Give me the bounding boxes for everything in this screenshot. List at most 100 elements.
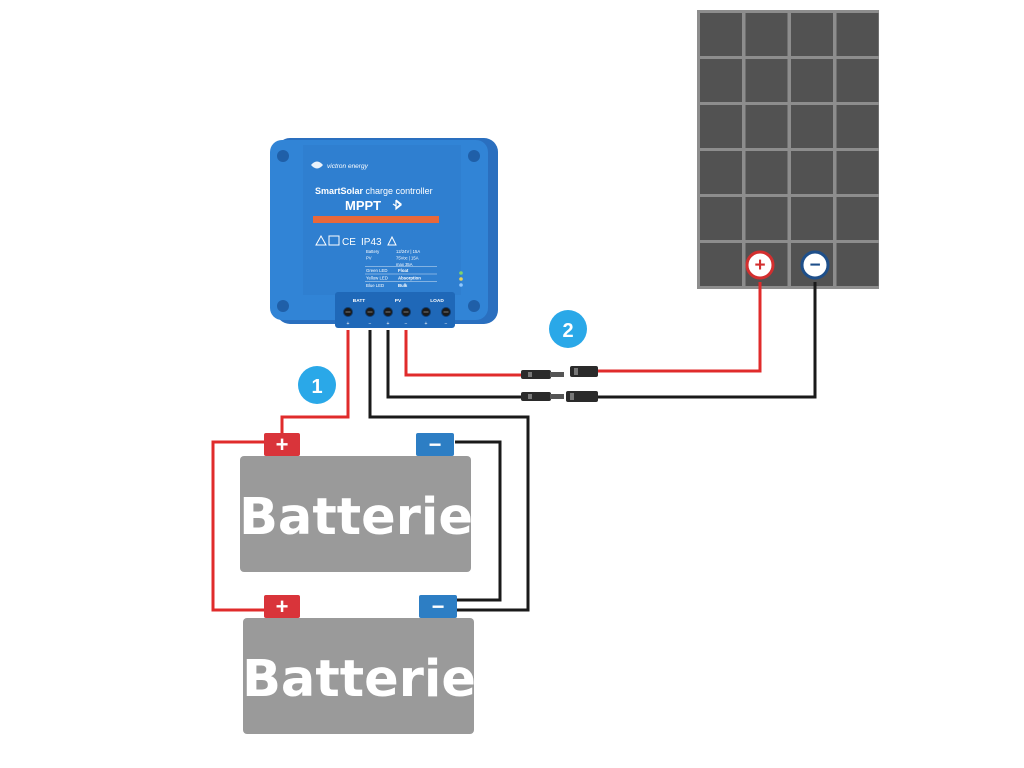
led-value: Absorption [398, 276, 421, 281]
battery-1: + − Batterie [239, 432, 473, 572]
mount-hole-tl [277, 150, 289, 162]
pv-positive-wire-controller [404, 330, 522, 377]
manual-icon [328, 235, 340, 246]
battery-label: Batterie [239, 488, 473, 547]
spec-value: 12/24V | 15A [396, 249, 420, 254]
parallel-positive-wire [211, 440, 268, 612]
panel-cell [836, 105, 879, 148]
panel-plus-sign: + [754, 255, 765, 276]
battery-minus-terminal [416, 433, 454, 456]
panel-cell [745, 59, 788, 102]
terminal-group-label: BATT [353, 298, 366, 304]
panel-cell [745, 13, 788, 56]
batt-positive-wire [280, 330, 350, 435]
model-name: MPPT [345, 198, 381, 213]
ce-mark: CE [342, 237, 356, 248]
pv-negative-wire-controller [386, 330, 522, 399]
led-yellow [459, 277, 463, 281]
warning-icon [315, 234, 327, 246]
panel-cell [745, 105, 788, 148]
panel-cell [700, 197, 742, 240]
spec-value: 75Voc | 15A [396, 256, 419, 261]
panel-cell [700, 151, 742, 194]
mount-hole-tr [468, 150, 480, 162]
spec-label: Battery [366, 249, 380, 254]
spec-label: PV [366, 256, 372, 261]
led-label: Yellow LED [366, 276, 388, 281]
bluetooth-icon [392, 199, 402, 211]
pv-negative-wire-panel [598, 282, 817, 399]
terminal-screws: +−+−+− [343, 307, 451, 327]
panel-cell [700, 13, 742, 56]
panel-cell [745, 151, 788, 194]
pv-positive-wire-panel [598, 282, 762, 373]
led-value: Float [398, 268, 409, 273]
panel-cell [791, 151, 833, 194]
parallel-negative-wire [455, 440, 502, 602]
terminal-sign: − [369, 321, 372, 327]
mount-hole-br [468, 300, 480, 312]
panel-cell [791, 13, 833, 56]
step-number: 1 [311, 376, 322, 398]
panel-cells [700, 13, 879, 286]
mc4-connector-positive [521, 366, 598, 379]
accent-band [313, 216, 439, 223]
solar-panel: + − [697, 10, 879, 289]
battery-body [243, 618, 474, 734]
panel-minus-terminal: − [800, 250, 830, 280]
terminal-group-label: LOAD [430, 298, 444, 304]
product-name: SmartSolar charge controller [315, 186, 433, 196]
terminal-group-label: PV [395, 298, 402, 304]
battery-plus-terminal [264, 433, 300, 456]
battery-body [240, 456, 471, 572]
panel-minus-sign: − [809, 255, 820, 276]
led-green [459, 271, 463, 275]
battery-minus-terminal [419, 595, 457, 618]
batt-negative-wire [368, 330, 530, 612]
terminal-sign: − [405, 321, 408, 327]
panel-plus-terminal: + [745, 250, 775, 280]
panel-cell [745, 197, 788, 240]
panel-frame [697, 10, 879, 289]
panel-cell [700, 243, 742, 286]
terminal-sign: + [425, 321, 428, 327]
panel-cell [836, 243, 879, 286]
brand-name: victron energy [327, 163, 369, 170]
terminal-block [335, 292, 455, 328]
led-label: Green LED [366, 268, 388, 273]
panel-cell [836, 59, 879, 102]
spec-value: max 35A [396, 262, 413, 267]
ip-rating: IP43 [361, 237, 382, 248]
led-blue [459, 283, 463, 287]
step-badge-2: 2 [549, 310, 587, 348]
battery-minus-sign: − [432, 594, 445, 619]
wires [211, 282, 817, 612]
victron-logo-icon [311, 161, 323, 169]
panel-cell [700, 105, 742, 148]
charge-controller: victron energy SmartSolar charge control… [270, 138, 498, 328]
step-badge-1: 1 [298, 366, 336, 404]
led-value: Bulk [398, 283, 408, 288]
led-label: Blue LED [366, 283, 384, 288]
panel-cell [791, 197, 833, 240]
terminal-sign: + [387, 321, 390, 327]
battery-minus-sign: − [429, 432, 442, 457]
step-number: 2 [562, 320, 573, 342]
terminal-group-labels: BATT PV LOAD [353, 298, 445, 304]
battery-label: Batterie [242, 650, 476, 709]
panel-cell [836, 13, 879, 56]
panel-cell [836, 151, 879, 194]
terminal-sign: − [445, 321, 448, 327]
panel-cell [791, 59, 833, 102]
recycle-icon [387, 235, 397, 246]
battery-plus-sign: + [276, 432, 289, 457]
battery-2: + − Batterie [242, 594, 476, 734]
panel-cell [836, 197, 879, 240]
mc4-connector-negative [521, 391, 598, 402]
panel-cell [700, 59, 742, 102]
panel-cell [791, 105, 833, 148]
battery-plus-terminal [264, 595, 300, 618]
